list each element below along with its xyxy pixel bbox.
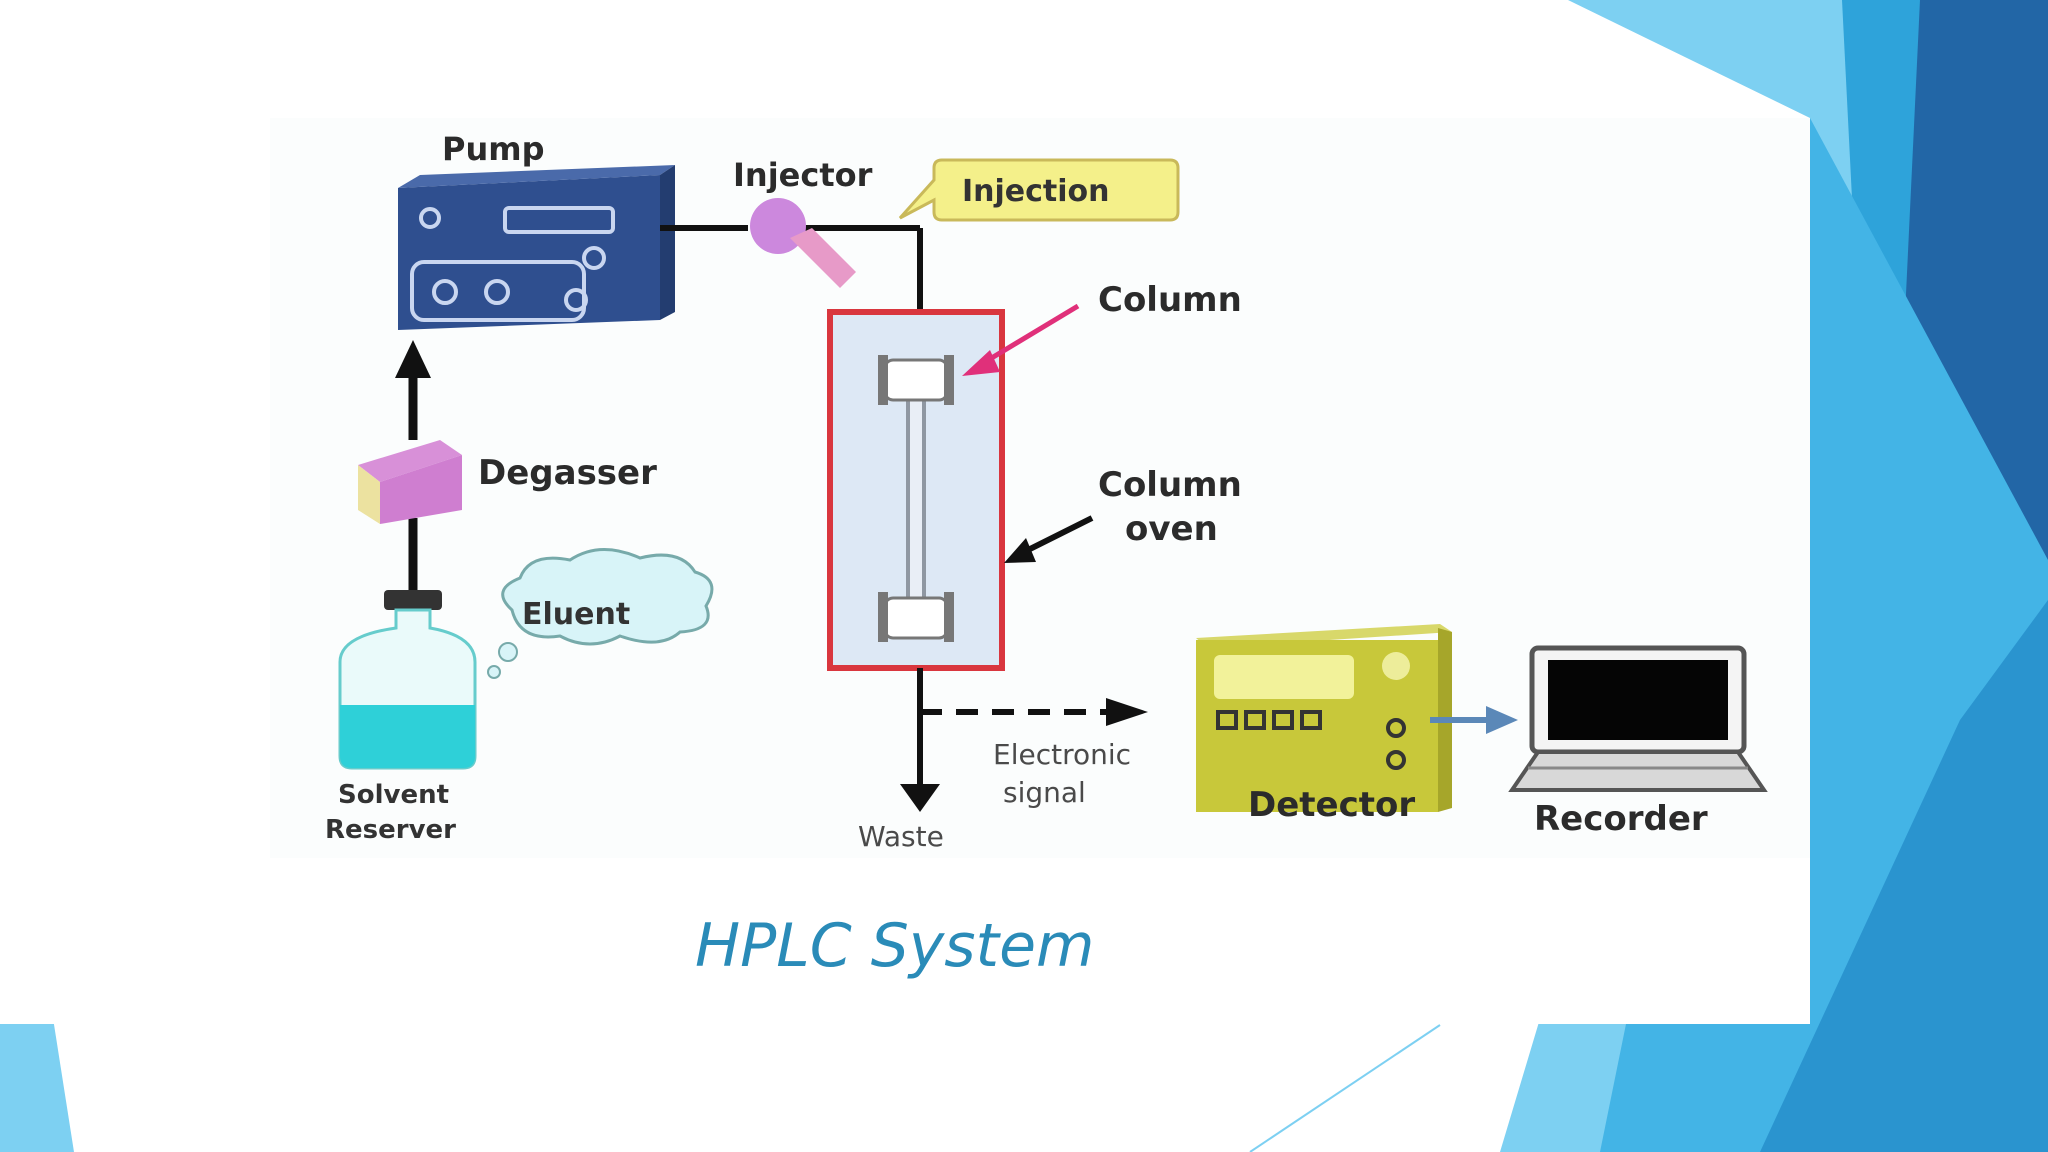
eluent-label: Eluent (522, 597, 630, 632)
degasser-device (358, 440, 462, 592)
pump-label: Pump (442, 130, 544, 168)
electronic-signal-label-line2: signal (1003, 776, 1086, 809)
column-oven-pointer-arrow (1004, 515, 1094, 563)
eluent-cloud (487, 548, 714, 679)
diagram-caption: HPLC System (695, 911, 1094, 981)
degasser-label: Degasser (478, 453, 657, 493)
recorder-computer (1508, 645, 1768, 792)
column-label: Column (1098, 280, 1242, 320)
pump-device (398, 165, 675, 330)
recorder-label: Recorder (1534, 799, 1708, 839)
column-oven-label-line2: oven (1125, 509, 1218, 549)
degasser-to-pump-arrow (395, 340, 431, 440)
detector-label: Detector (1248, 785, 1415, 825)
injection-callout (898, 158, 1180, 222)
detector-device (1196, 624, 1452, 812)
injector-label: Injector (733, 156, 873, 194)
column-oven-label-line1: Column (1098, 465, 1242, 505)
detector-to-recorder-arrow (1430, 706, 1518, 734)
injector-device (750, 198, 856, 288)
waste-line (900, 668, 940, 812)
solvent-label-line1: Solvent (338, 780, 449, 810)
column-pointer-arrow (962, 303, 1080, 376)
electronic-signal-label-line1: Electronic (993, 738, 1131, 771)
solvent-label-line2: Reserver (325, 815, 456, 845)
waste-label: Waste (858, 820, 944, 853)
injection-label: Injection (962, 174, 1110, 209)
solvent-reservoir (338, 590, 477, 770)
electronic-signal-arrow (920, 698, 1148, 726)
